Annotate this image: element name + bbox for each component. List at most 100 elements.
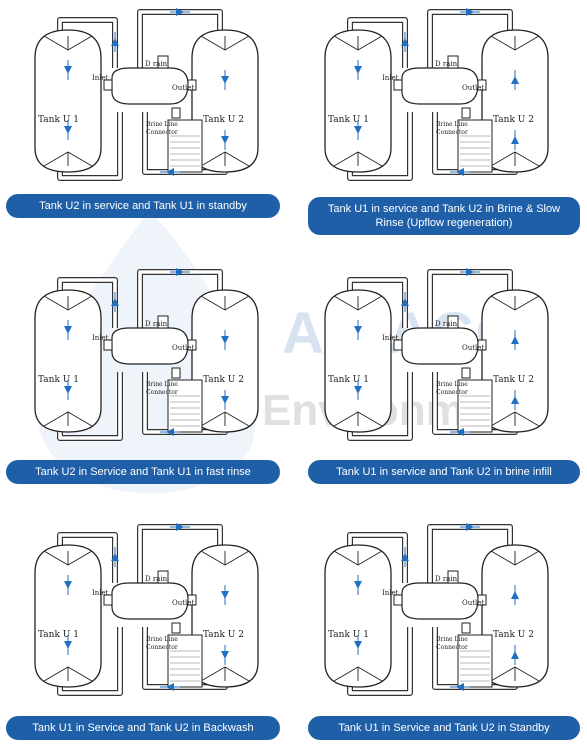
drain-label: D rain bbox=[145, 575, 168, 583]
distributor-bottom bbox=[490, 411, 540, 427]
tank-u1-label: Tank U 1 bbox=[328, 630, 369, 640]
tank-u2-label: Tank U 2 bbox=[203, 115, 244, 125]
flow-arrow-head bbox=[176, 523, 184, 531]
flow-arrow-head bbox=[176, 8, 184, 16]
distributor-bottom bbox=[43, 411, 93, 427]
flow-arrow-head bbox=[466, 523, 474, 531]
brine-tank bbox=[167, 379, 203, 433]
outlet-port bbox=[477, 79, 487, 91]
connector-label: Connector bbox=[146, 644, 178, 651]
outlet-port bbox=[187, 339, 197, 351]
distributor-top bbox=[200, 295, 250, 311]
distributor-top bbox=[43, 550, 93, 566]
caption-panel-5: Tank U1 in Service and Tank U2 in Backwa… bbox=[6, 716, 280, 740]
distributor-bottom bbox=[43, 151, 93, 167]
flow-arrow-head bbox=[456, 428, 464, 436]
flow-arrow-head bbox=[64, 66, 72, 74]
brine-line-label: Brine Line bbox=[436, 381, 468, 388]
tank-u2-label: Tank U 2 bbox=[493, 630, 534, 640]
inlet-label: Inlet bbox=[92, 74, 109, 82]
flow-arrow-head bbox=[354, 641, 362, 649]
flow-arrow-head bbox=[456, 168, 464, 176]
outlet-label: Outlet bbox=[172, 599, 194, 607]
flow-arrow-head bbox=[221, 591, 229, 599]
drain-label: D rain bbox=[145, 60, 168, 68]
flow-arrow-head bbox=[511, 651, 519, 659]
distributor-bottom bbox=[43, 666, 93, 682]
tank-u1-label: Tank U 1 bbox=[38, 375, 79, 385]
brine-valve bbox=[461, 367, 471, 379]
brine-valve bbox=[171, 367, 181, 379]
flow-arrow-head bbox=[354, 386, 362, 394]
distributor-bottom bbox=[490, 666, 540, 682]
brine-tank bbox=[167, 634, 203, 688]
tank-u1-label: Tank U 1 bbox=[38, 115, 79, 125]
outlet-label: Outlet bbox=[172, 84, 194, 92]
caption-panel-3: Tank U2 in Service and Tank U1 in fast r… bbox=[6, 460, 280, 484]
tank-u2 bbox=[481, 289, 549, 433]
flow-arrow-head bbox=[511, 136, 519, 144]
brine-line-label: Brine Line bbox=[146, 381, 178, 388]
flow-arrow-head bbox=[111, 298, 119, 306]
distributor-top bbox=[333, 550, 383, 566]
inlet-label: Inlet bbox=[92, 334, 109, 342]
distributor-top bbox=[43, 35, 93, 51]
tank-u1 bbox=[34, 29, 102, 173]
connector-label: Connector bbox=[146, 129, 178, 136]
distributor-bottom bbox=[200, 151, 250, 167]
tank-u2 bbox=[191, 29, 259, 173]
distributor-bottom bbox=[333, 151, 383, 167]
distributor-bottom bbox=[200, 666, 250, 682]
flow-arrow-head bbox=[466, 8, 474, 16]
flow-arrow-head bbox=[511, 591, 519, 599]
distributor-bottom bbox=[490, 151, 540, 167]
tank-u2 bbox=[191, 289, 259, 433]
brine-tank bbox=[167, 119, 203, 173]
flow-arrow-head bbox=[166, 428, 174, 436]
brine-tank bbox=[457, 634, 493, 688]
distributor-bottom bbox=[333, 666, 383, 682]
flow-arrow-head bbox=[511, 336, 519, 344]
brine-line-label: Brine Line bbox=[436, 636, 468, 643]
brine-line-label: Brine Line bbox=[146, 636, 178, 643]
flow-arrow-head bbox=[221, 76, 229, 84]
tank-u2-label: Tank U 2 bbox=[203, 375, 244, 385]
tank-u1-label: Tank U 1 bbox=[328, 375, 369, 385]
brine-valve bbox=[171, 107, 181, 119]
flow-arrow-head bbox=[401, 553, 409, 561]
flow-arrow-head bbox=[401, 298, 409, 306]
inlet-label: Inlet bbox=[382, 74, 399, 82]
caption-panel-1: Tank U2 in service and Tank U1 in standb… bbox=[6, 194, 280, 218]
flow-arrow-head bbox=[64, 581, 72, 589]
outlet-label: Outlet bbox=[172, 344, 194, 352]
flow-arrow-head bbox=[64, 641, 72, 649]
brine-valve bbox=[461, 107, 471, 119]
drain-port bbox=[447, 570, 459, 584]
drain-label: D rain bbox=[435, 60, 458, 68]
outlet-port bbox=[187, 594, 197, 606]
inlet-port bbox=[103, 339, 113, 351]
tank-u2-label: Tank U 2 bbox=[203, 630, 244, 640]
drain-port bbox=[157, 315, 169, 329]
flow-arrow-head bbox=[511, 76, 519, 84]
tank-u1-label: Tank U 1 bbox=[38, 630, 79, 640]
distributor-top bbox=[43, 295, 93, 311]
connector-label: Connector bbox=[436, 389, 468, 396]
connector-label: Connector bbox=[436, 644, 468, 651]
tank-u1 bbox=[34, 289, 102, 433]
flow-arrow-head bbox=[511, 396, 519, 404]
flow-arrow-head bbox=[111, 553, 119, 561]
flow-arrow-head bbox=[221, 651, 229, 659]
drain-label: D rain bbox=[435, 320, 458, 328]
caption-panel-4: Tank U1 in service and Tank U2 in brine … bbox=[308, 460, 580, 484]
flow-arrow-head bbox=[64, 326, 72, 334]
drain-port bbox=[447, 315, 459, 329]
tank-u2 bbox=[481, 29, 549, 173]
flow-arrow-head bbox=[166, 168, 174, 176]
